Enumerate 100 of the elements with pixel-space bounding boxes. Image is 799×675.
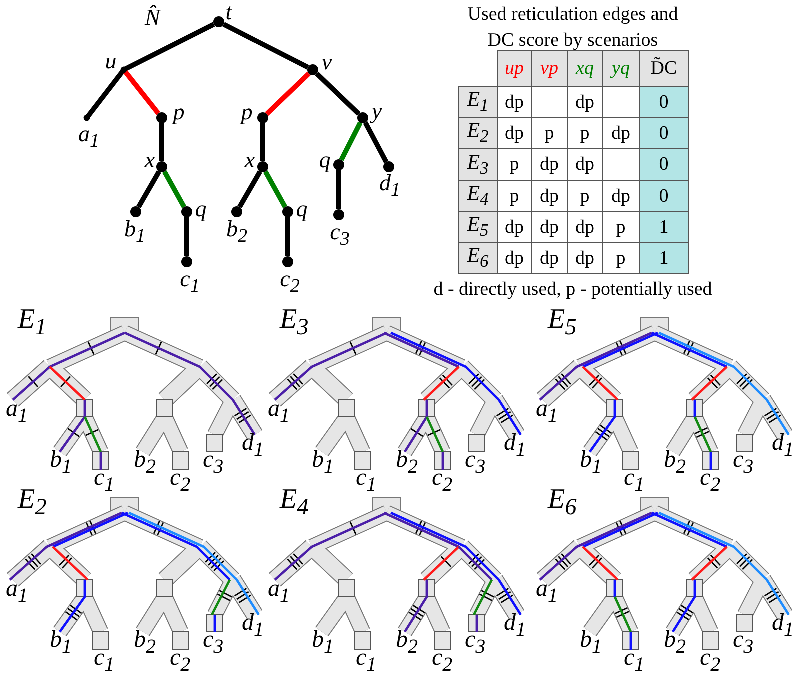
leaf-label: b$_{2}$ bbox=[664, 448, 686, 477]
scenario-label: E$_{3}$ bbox=[280, 306, 309, 340]
scenario-label: E$_{4}$ bbox=[280, 486, 309, 520]
score-value: 0 bbox=[639, 148, 689, 181]
network-edge bbox=[238, 170, 262, 208]
network-edge bbox=[162, 170, 187, 208]
leaf-label: b$_{2}$ bbox=[664, 628, 686, 657]
network-edge bbox=[85, 68, 126, 120]
scenario-label: E$_{5}$ bbox=[548, 306, 577, 340]
table-title: Used reticulation edges and DC score by scenarios bbox=[467, 3, 679, 53]
leaf-label: c$_{2}$ bbox=[170, 466, 191, 495]
vertex-label: y bbox=[372, 100, 382, 122]
leaf-label: c$_{2}$ bbox=[432, 646, 453, 675]
vertex-label: q bbox=[319, 148, 331, 172]
scenario-label: E$_{6}$ bbox=[548, 486, 577, 520]
network-edge bbox=[363, 122, 389, 164]
leaf-label: b$_{1}$ bbox=[50, 628, 72, 657]
leaf-label: c$_{3}$ bbox=[203, 448, 224, 477]
network-edge bbox=[265, 72, 311, 116]
leaf-label: d$_{1}$ bbox=[772, 611, 794, 640]
network-edge bbox=[222, 22, 310, 70]
row-header: E$_{6}$ bbox=[458, 242, 498, 274]
leaf-label: c$_{3}$ bbox=[733, 628, 754, 657]
network-name: N̂ bbox=[145, 6, 160, 29]
leaf-label: c$_{1}$ bbox=[94, 466, 115, 495]
leaf-label: b$_{2}$ bbox=[396, 628, 418, 657]
leaf-label: c$_{1}$ bbox=[624, 646, 645, 675]
network-edge bbox=[263, 170, 288, 208]
row-header: E$_{3}$ bbox=[458, 148, 498, 181]
row-header: E$_{2}$ bbox=[458, 117, 498, 149]
leaf-label: b$_{1}$ bbox=[580, 448, 602, 477]
vertex-label: q bbox=[296, 198, 308, 220]
score-value: 0 bbox=[639, 86, 689, 118]
leaf-label: a$_{1}$ bbox=[6, 397, 28, 426]
column-header: up bbox=[497, 50, 532, 87]
row-header: E$_{1}$ bbox=[458, 86, 498, 118]
leaf-label: a$_{1}$ bbox=[268, 397, 290, 426]
leaf-label: c$_{1}$ bbox=[356, 646, 377, 675]
leaf-label: a$_{1}$ bbox=[536, 577, 558, 606]
leaf-label: d$_{1}$ bbox=[242, 431, 264, 460]
column-header: xq bbox=[567, 50, 603, 87]
network-edge bbox=[286, 218, 290, 256]
vertex-label: c$_{1}$ bbox=[180, 268, 200, 296]
vertex-label: c$_{2}$ bbox=[280, 268, 300, 296]
leaf-label: b$_{1}$ bbox=[312, 448, 334, 477]
score-value: 0 bbox=[639, 117, 689, 149]
leaf-label: c$_{2}$ bbox=[700, 646, 721, 675]
vertex-label: d$_{1}$ bbox=[379, 172, 401, 200]
row-header: E$_{4}$ bbox=[458, 180, 498, 212]
network-edge bbox=[122, 68, 161, 116]
vertex-label: u bbox=[105, 50, 117, 72]
vertex-label: c$_{3}$ bbox=[330, 220, 350, 250]
leaf-label: a$_{1}$ bbox=[536, 397, 558, 426]
vertex-label: x bbox=[244, 148, 256, 172]
network-edge bbox=[336, 170, 342, 210]
leaf-label: c$_{1}$ bbox=[94, 646, 115, 675]
vertex-label: p bbox=[173, 100, 185, 124]
score-value: 1 bbox=[639, 242, 689, 274]
leaf-label: c$_{2}$ bbox=[432, 466, 453, 495]
leaf-label: c$_{3}$ bbox=[465, 448, 486, 477]
table-footnote: d - directly used, p - potentially used bbox=[434, 280, 712, 299]
leaf-label: c$_{3}$ bbox=[203, 628, 224, 657]
column-header: vp bbox=[531, 50, 568, 87]
column-header: D̃C bbox=[639, 50, 689, 87]
vertex-label: x bbox=[144, 148, 156, 172]
leaf-label: b$_{2}$ bbox=[134, 448, 156, 477]
network-edge bbox=[136, 170, 162, 208]
leaf-label: d$_{1}$ bbox=[504, 611, 526, 640]
leaf-label: c$_{2}$ bbox=[700, 466, 721, 495]
leaf-label: a$_{1}$ bbox=[6, 577, 28, 606]
scenario-label: E$_{2}$ bbox=[18, 486, 47, 520]
leaf-label: d$_{1}$ bbox=[242, 611, 264, 640]
vertex-label: p bbox=[241, 100, 253, 124]
vertex-label: v bbox=[322, 50, 332, 74]
leaf-label: a$_{1}$ bbox=[268, 577, 290, 606]
network-edge bbox=[260, 124, 266, 162]
score-value: 1 bbox=[639, 211, 689, 243]
score-value: 0 bbox=[639, 180, 689, 212]
vertex-label: q bbox=[195, 198, 207, 220]
vertex-label: b$_{1}$ bbox=[124, 218, 146, 246]
vertex-label: a$_{1}$ bbox=[78, 122, 100, 152]
network-edge bbox=[160, 124, 164, 162]
network-edge bbox=[315, 72, 361, 116]
leaf-label: b$_{1}$ bbox=[50, 448, 72, 477]
leaf-label: b$_{2}$ bbox=[134, 628, 156, 657]
leaf-label: b$_{1}$ bbox=[312, 628, 334, 657]
network-edge bbox=[122, 22, 216, 72]
leaf-label: b$_{2}$ bbox=[396, 448, 418, 477]
column-header: yq bbox=[602, 50, 640, 87]
leaf-label: c$_{3}$ bbox=[465, 628, 486, 657]
leaf-label: b$_{1}$ bbox=[580, 628, 602, 657]
network-edge bbox=[339, 122, 363, 162]
leaf-label: d$_{1}$ bbox=[772, 431, 794, 460]
vertex-label: t bbox=[226, 0, 232, 24]
network-edge bbox=[184, 218, 190, 256]
leaf-label: c$_{1}$ bbox=[356, 466, 377, 495]
vertex-label: b$_{2}$ bbox=[226, 218, 248, 246]
scenario-label: E$_{1}$ bbox=[18, 306, 47, 340]
leaf-label: c$_{2}$ bbox=[170, 646, 191, 675]
row-header: E$_{5}$ bbox=[458, 211, 498, 243]
